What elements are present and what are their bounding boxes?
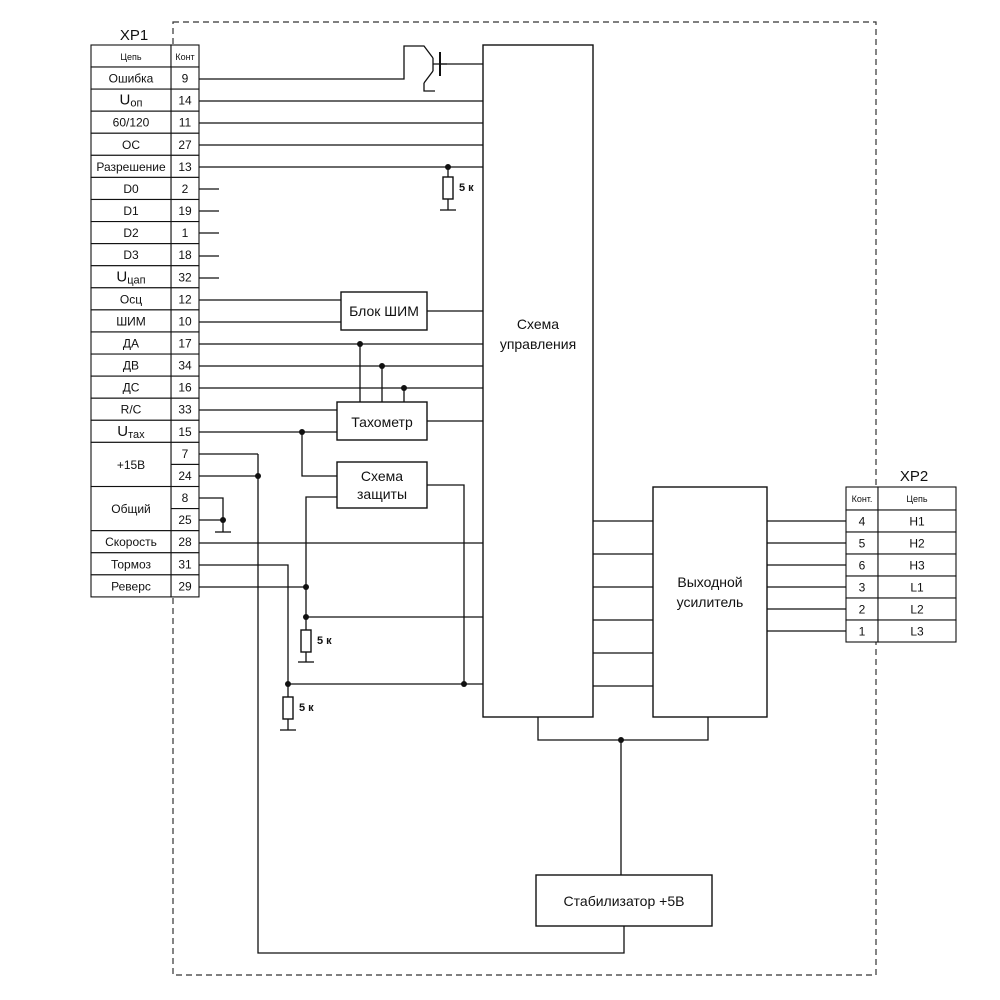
amplifier-block-label-1: Выходной xyxy=(677,574,742,590)
xp1-pin-13: 13 xyxy=(178,160,192,174)
xp1-signal-name: D1 xyxy=(123,204,139,218)
xp2-signal-L3: L3 xyxy=(910,625,924,639)
xp1-signal-name: D2 xyxy=(123,226,139,240)
xp1-pin-24: 24 xyxy=(178,469,192,483)
xp2-header-contact: Конт. xyxy=(852,494,873,504)
stabilizer-block-label: Стабилизатор +5В xyxy=(564,893,685,909)
xp1-pin-11: 11 xyxy=(179,116,192,130)
xp1-signal-name: Uтах xyxy=(117,423,145,441)
xp1-signal-name: Ошибка xyxy=(109,72,154,86)
xp1-header-contact: Конт xyxy=(175,52,194,62)
xp2-signal-H2: H2 xyxy=(909,537,925,551)
xp1-signal-name: Uцап xyxy=(116,268,145,286)
xp2-signal-H1: H1 xyxy=(909,515,925,529)
transistor-symbol xyxy=(439,52,447,76)
xp2-pin-1: 1 xyxy=(859,625,866,639)
xp1-pin-34: 34 xyxy=(178,359,192,373)
pwm-block-label: Блок ШИМ xyxy=(349,303,419,319)
xp1-signal-name: ШИМ xyxy=(116,314,146,328)
xp1-pin-17: 17 xyxy=(178,337,192,351)
xp1-pin-28: 28 xyxy=(178,535,192,549)
control-block xyxy=(482,44,594,718)
xp1-signal-name: ДС xyxy=(123,381,140,395)
xp2-pin-3: 3 xyxy=(859,581,866,595)
xp1-signal-name: R/C xyxy=(121,403,142,417)
xp1-pin-10: 10 xyxy=(178,314,192,328)
control-block-label-1: Схема xyxy=(517,316,559,332)
xp1-pin-7: 7 xyxy=(182,447,189,461)
xp1-header-circuit: Цепь xyxy=(120,52,142,62)
amplifier-block xyxy=(652,486,768,718)
xp1-pin-32: 32 xyxy=(178,270,192,284)
protection-block-label-2: защиты xyxy=(357,486,407,502)
xp1-title: ХР1 xyxy=(120,27,148,44)
xp2-signal-H3: H3 xyxy=(909,559,925,573)
control-block-label-2: управления xyxy=(500,336,576,352)
xp2-name-cell xyxy=(877,619,957,643)
protection-block xyxy=(336,461,428,509)
xp1-table: Цепь Конт 9 14 11 27 13 2 19 1 18 32 12 10 17 34 16 33 15 7… xyxy=(90,44,200,598)
xp1-signal-name: Осц xyxy=(120,292,142,306)
protection-block-label-1: Схема xyxy=(361,468,403,484)
tachometer-block xyxy=(336,401,428,441)
xp1-signal-name: 60/120 xyxy=(113,116,150,130)
xp1-pin-1: 1 xyxy=(182,226,189,240)
xp1-signal-name: +15В xyxy=(117,458,145,472)
stabilizer-block xyxy=(535,874,713,927)
xp1-pin-14: 14 xyxy=(178,94,192,108)
xp2-table: Конт. Цепь 4 H1 5 H2 6 H3 3 L1 2 L2 1 L3 xyxy=(845,486,957,643)
xp1-pin-18: 18 xyxy=(178,248,192,262)
xp1-pin-8: 8 xyxy=(182,491,189,505)
resistor-label-brake: 5 к xyxy=(299,702,314,714)
xp1-name-cell xyxy=(90,574,172,598)
xp1-signal-name: Тормоз xyxy=(111,557,152,571)
xp1-signal-name: ДА xyxy=(123,337,139,351)
xp2-pin-2: 2 xyxy=(859,603,866,617)
xp2-pin-4: 4 xyxy=(859,515,866,529)
xp1-pin-25: 25 xyxy=(178,513,192,527)
xp1-signal-name: Общий xyxy=(111,502,151,516)
junction-dots xyxy=(220,164,624,743)
xp1-signal-name: Скорость xyxy=(105,535,157,549)
xp1-pin-12: 12 xyxy=(178,292,192,306)
xp1-pin-31: 31 xyxy=(178,557,192,571)
resistor-label-reverse: 5 к xyxy=(317,635,332,647)
xp1-pin-33: 33 xyxy=(178,403,192,417)
xp1-pin-19: 19 xyxy=(178,204,192,218)
xp1-signal-name: D0 xyxy=(123,182,139,196)
xp2-pin-6: 6 xyxy=(859,559,866,573)
xp1-signal-name: Uоп xyxy=(120,92,143,110)
xp1-signal-name: ОС xyxy=(122,138,140,152)
xp1-pin-2: 2 xyxy=(182,182,189,196)
xp2-signal-L2: L2 xyxy=(910,603,924,617)
xp1-pin-15: 15 xyxy=(178,425,192,439)
xp1-signal-name: D3 xyxy=(123,248,139,262)
xp1-signal-name: ДВ xyxy=(123,359,139,373)
amplifier-block-label-2: усилитель xyxy=(677,594,744,610)
xp1-signal-name: Разрешение xyxy=(96,160,166,174)
xp1-pin-29: 29 xyxy=(178,579,192,593)
xp1-pin-9: 9 xyxy=(182,72,189,86)
xp2-title: ХР2 xyxy=(900,468,928,485)
xp1-pin-27: 27 xyxy=(178,138,192,152)
xp2-header-circuit: Цепь xyxy=(906,494,928,504)
xp1-name-cell xyxy=(90,485,172,532)
xp1-name-cell xyxy=(90,441,172,488)
xp2-signal-L1: L1 xyxy=(910,581,924,595)
resistor-label-enable: 5 к xyxy=(459,182,474,194)
xp2-pin-5: 5 xyxy=(859,537,866,551)
tachometer-block-label: Тахометр xyxy=(351,414,413,430)
xp1-pin-16: 16 xyxy=(178,381,192,395)
xp1-signal-name: Реверс xyxy=(111,579,151,593)
pwm-block xyxy=(340,291,428,331)
wiring xyxy=(199,45,846,954)
